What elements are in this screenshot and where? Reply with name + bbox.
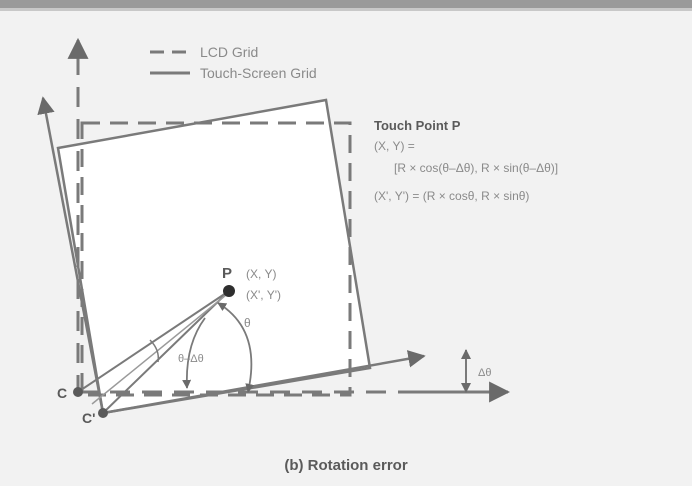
angle-arc-small: [149, 339, 160, 363]
touch-point-title: Touch Point P: [374, 118, 461, 133]
touch-y-axis: [37, 96, 105, 414]
top-frame-shadow: [0, 8, 692, 11]
theta-label: θ: [244, 316, 251, 330]
origin-c-prime-label: C': [82, 410, 95, 426]
point-p-coord-1: (X, Y): [246, 267, 276, 281]
touch-x-axis: [102, 350, 426, 415]
radius-line-c-prime: [102, 290, 230, 414]
point-p-label: P: [222, 265, 232, 282]
top-frame-bar: [0, 0, 692, 8]
radius-line-middle: [91, 294, 227, 405]
origin-c-dot: [73, 387, 83, 397]
angle-arc-theta: [217, 302, 255, 393]
origin-c-prime-dot: [98, 408, 108, 418]
legend-touch-label: Touch-Screen Grid: [200, 65, 317, 81]
touch-point-formula-1: (X, Y) =: [374, 139, 415, 153]
figure-caption: (b) Rotation error: [284, 457, 407, 474]
touch-point-formula-3: (X', Y') = (R × cosθ, R × sinθ): [374, 189, 529, 203]
touch-point-p: [223, 285, 235, 297]
origin-c-label: C: [57, 385, 67, 401]
radius-line-c: [77, 290, 230, 393]
legend-lcd-label: LCD Grid: [200, 44, 258, 60]
angle-arc-theta-minus: [182, 317, 206, 389]
point-p-coord-2: (X', Y'): [246, 288, 281, 302]
touch-screen-panel: [56, 98, 372, 415]
theta-minus-label: θ–Δθ: [178, 353, 204, 365]
delta-theta-label: Δθ: [478, 367, 491, 379]
touch-point-formula-2: [R × cos(θ–Δθ), R × sin(θ–Δθ)]: [394, 161, 558, 175]
